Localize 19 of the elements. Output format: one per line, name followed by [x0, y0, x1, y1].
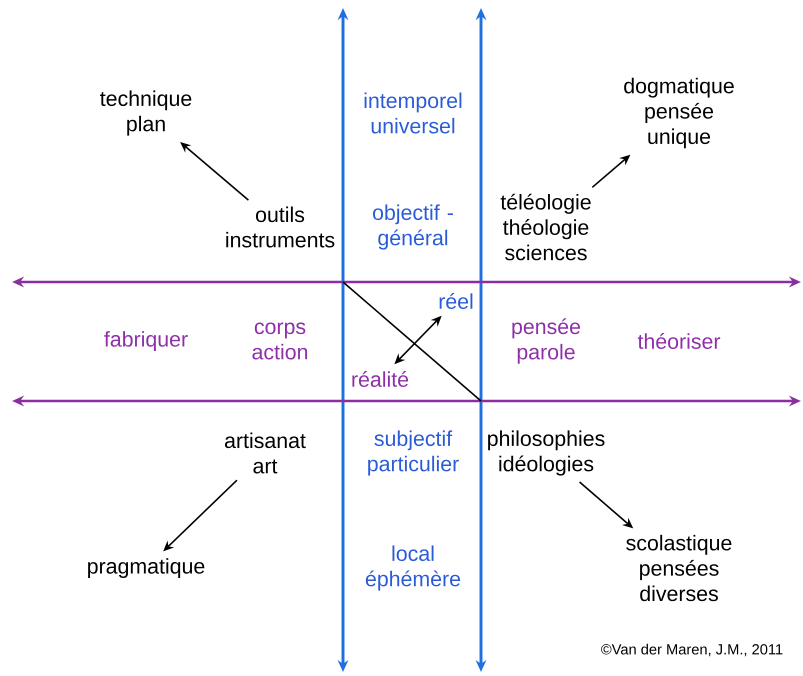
word-label: dogmatique pensée unique [624, 78, 734, 148]
word-label: scolastique pensées diverses [626, 534, 732, 602]
axis-label: théoriser [638, 333, 720, 349]
axis-label: objectif - général [373, 204, 453, 250]
word-label: philosophies idéologies [488, 430, 604, 476]
axis-label: fabriquer [104, 331, 188, 351]
axis-label: local éphémère [366, 545, 460, 591]
word-label: artisanat art [225, 432, 306, 474]
word-label: outils instruments [226, 206, 334, 248]
word-label: réalité [352, 371, 408, 387]
word-label: réel [440, 293, 472, 309]
axis-label: subjectif particulier [368, 430, 459, 476]
word-label: téléologie théologie sciences [500, 194, 591, 260]
copyright-note: ©Van der Maren, J.M., 2011 [601, 644, 782, 656]
axis-label: pensée parole [512, 318, 580, 364]
axis-label: intemporel universel [364, 92, 462, 134]
word-label: pragmatique [88, 558, 204, 578]
word-label: technique plan [100, 90, 192, 136]
axis-label: corps action [252, 322, 308, 360]
